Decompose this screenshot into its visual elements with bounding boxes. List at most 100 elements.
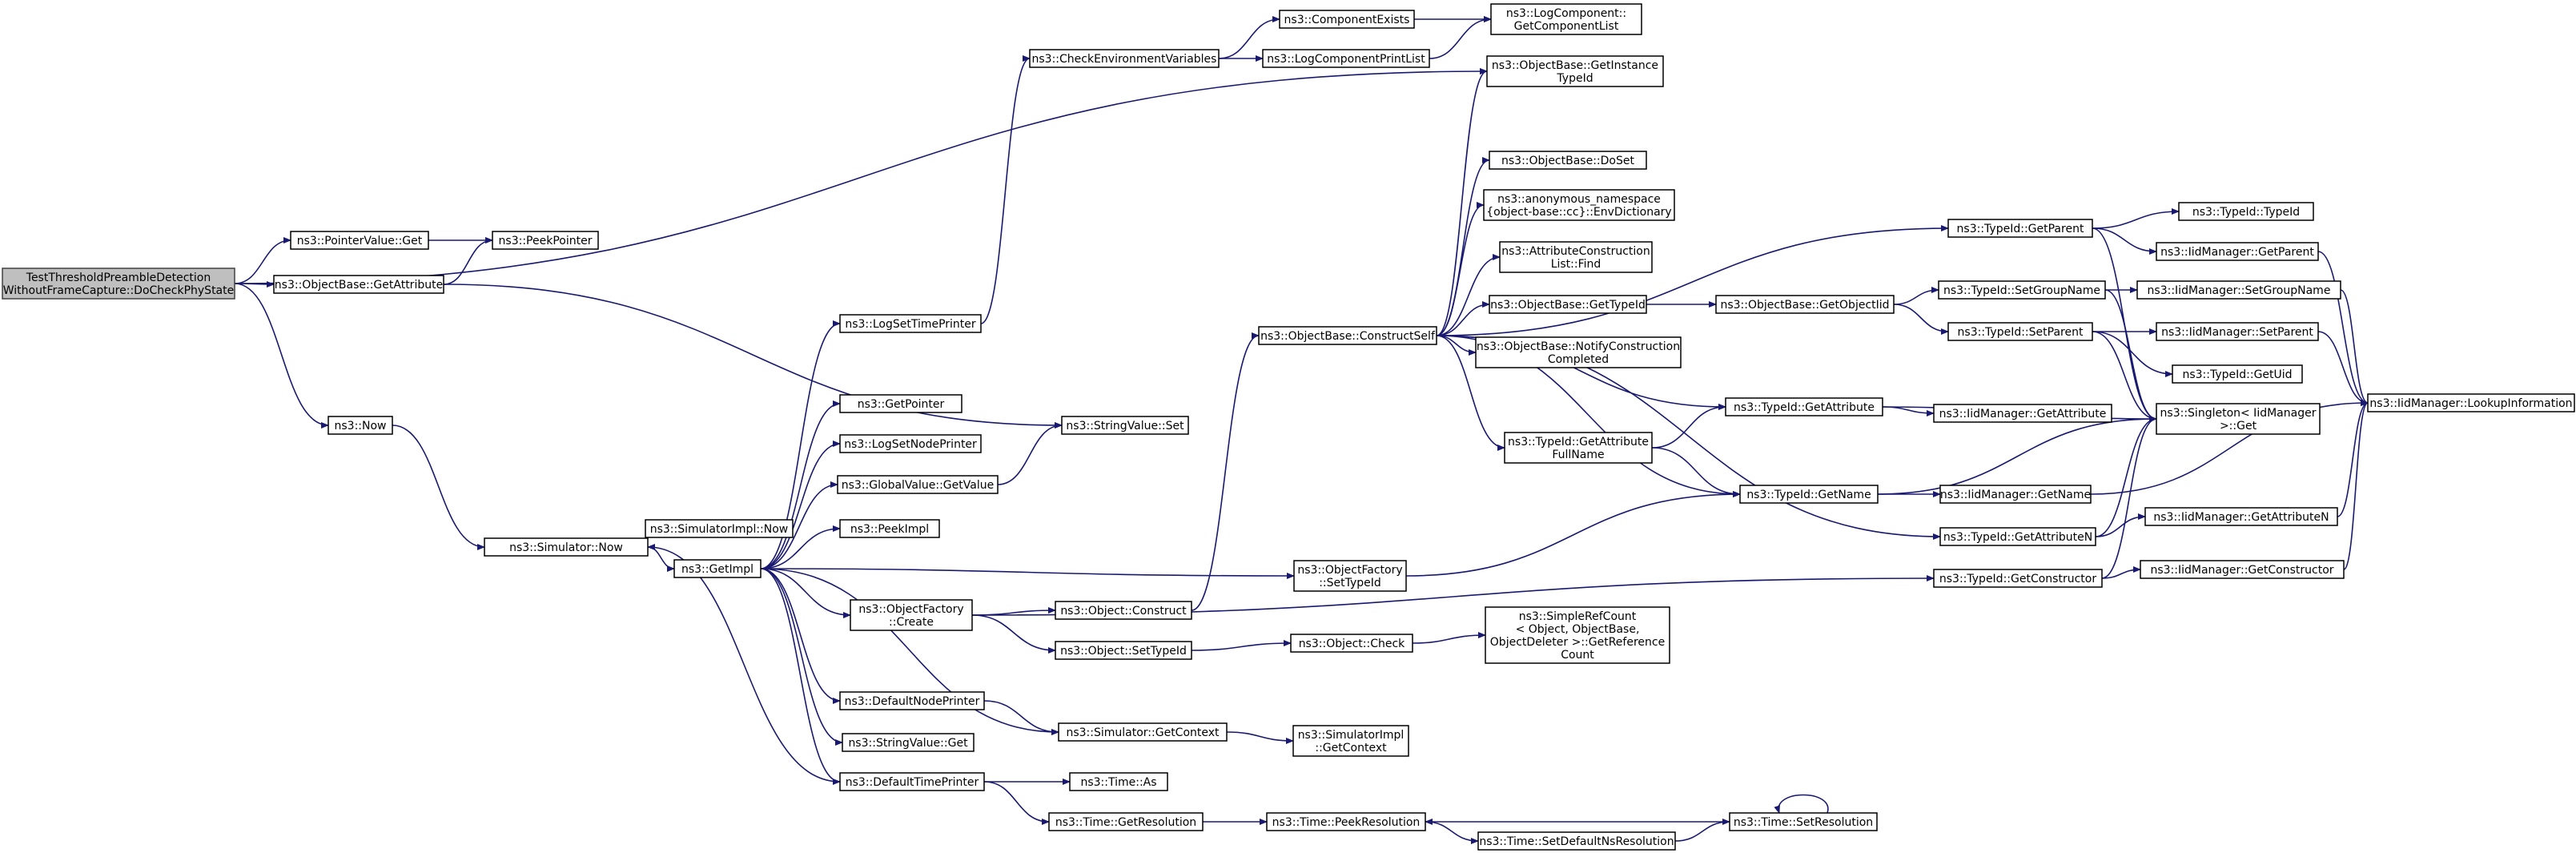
node-gv-get-value[interactable]: ns3::GlobalValue::GetValue: [837, 475, 999, 494]
node-obj-set-type-id[interactable]: ns3::Object::SetTypeId: [1055, 641, 1192, 660]
node-time-get-res[interactable]: ns3::Time::GetResolution: [1048, 812, 1204, 831]
node-time-peek-res[interactable]: ns3::Time::PeekResolution: [1266, 812, 1426, 831]
node-label-line: ns3::SimulatorImpl: [1298, 729, 1405, 742]
node-label-line: ns3::AttributeConstruction: [1501, 245, 1650, 258]
node-sim-now[interactable]: ns3::Simulator::Now: [484, 537, 649, 557]
node-label-line: ns3::CheckEnvironmentVariables: [1032, 53, 1217, 66]
node-check-env[interactable]: ns3::CheckEnvironmentVariables: [1029, 49, 1220, 68]
node-label-line: ns3::IidManager::GetParent: [2160, 246, 2314, 259]
node-label-line: ns3::Simulator::Now: [509, 541, 623, 554]
node-now[interactable]: ns3::Now: [328, 416, 393, 435]
node-ob-notify[interactable]: ns3::ObjectBase::NotifyConstructionCompl…: [1475, 336, 1682, 368]
node-tid-set-parent[interactable]: ns3::TypeId::SetParent: [1947, 322, 2093, 341]
node-root[interactable]: TestThresholdPreambleDetectionWithoutFra…: [2, 268, 235, 300]
node-box: [1293, 560, 1407, 592]
node-time-set-def-ns[interactable]: ns3::Time::SetDefaultNsResolution: [1477, 831, 1676, 851]
node-box: [1258, 326, 1437, 345]
node-time-set-res[interactable]: ns3::Time::SetResolution: [1729, 812, 1878, 831]
node-log-set-node[interactable]: ns3::LogSetNodePrinter: [839, 434, 982, 453]
node-iid-get-ctor[interactable]: ns3::IidManager::GetConstructor: [2140, 560, 2345, 579]
node-label-line: ns3::StringValue::Set: [1066, 420, 1184, 433]
edge-ob-get-obj-tid-to-tid-set-group: [1893, 287, 1939, 305]
node-sim-impl-get-ctx[interactable]: ns3::SimulatorImpl::GetContext: [1292, 725, 1409, 757]
node-tid-get-parent[interactable]: ns3::TypeId::GetParent: [1947, 219, 2093, 238]
node-tid-get-uid[interactable]: ns3::TypeId::GetUid: [2172, 364, 2303, 384]
node-ob-get-obj-tid[interactable]: ns3::ObjectBase::GetObjectIid: [1715, 295, 1895, 314]
node-ob-get-attr[interactable]: ns3::ObjectBase::GetAttribute: [273, 275, 444, 294]
node-label-line: Completed: [1548, 353, 1609, 366]
node-sv-get[interactable]: ns3::StringValue::Get: [842, 733, 975, 752]
node-tid-get-attr-n[interactable]: ns3::TypeId::GetAttributeN: [1939, 527, 2096, 546]
node-env-dict[interactable]: ns3::anonymous_namespace{object-base::cc…: [1483, 189, 1675, 221]
node-box: [1290, 634, 1413, 653]
node-label-line: ns3::Object::Check: [1299, 638, 1405, 650]
edge-tid-get-attr-full-to-tid-get-attr: [1651, 404, 1726, 449]
node-log-comp-get[interactable]: ns3::LogComponent::GetComponentList: [1490, 3, 1642, 35]
node-iid-get-attr[interactable]: ns3::IidManager::GetAttribute: [1933, 404, 2112, 423]
node-peek-pointer[interactable]: ns3::PeekPointer: [492, 231, 599, 250]
node-tid-get-ctor[interactable]: ns3::TypeId::GetConstructor: [1933, 569, 2103, 588]
node-box: [839, 314, 982, 333]
node-of-create[interactable]: ns3::ObjectFactory::Create: [850, 599, 973, 631]
node-simple-ref[interactable]: ns3::SimpleRefCount< Object, ObjectBase,…: [1485, 606, 1670, 664]
node-tid-get-attr[interactable]: ns3::TypeId::GetAttribute: [1725, 397, 1883, 416]
node-box: [1486, 55, 1664, 87]
node-iid-set-parent[interactable]: ns3::IidManager::SetParent: [2156, 322, 2319, 341]
node-label-line: ns3::ObjectBase::ConstructSelf: [1260, 330, 1436, 343]
edge-root-to-pv-get: [234, 237, 291, 284]
edge-time-set-res-to-time-set-res: [1774, 794, 1829, 814]
node-box: [1933, 404, 2112, 423]
node-box: [2144, 507, 2338, 526]
node-label-line: ns3::DefaultTimePrinter: [846, 776, 979, 789]
node-ob-do-set[interactable]: ns3::ObjectBase::DoSet: [1489, 151, 1647, 170]
node-sv-set[interactable]: ns3::StringValue::Set: [1061, 416, 1189, 435]
node-iid-set-group[interactable]: ns3::IidManager::SetGroupName: [2136, 280, 2341, 300]
edge-get-impl-to-gv-get-value: [760, 481, 838, 569]
node-tid-set-group[interactable]: ns3::TypeId::SetGroupName: [1938, 280, 2106, 300]
node-label-line: GetComponentList: [1514, 20, 1619, 33]
node-obj-construct[interactable]: ns3::Object::Construct: [1055, 601, 1192, 620]
node-ob-get-tid[interactable]: ns3::ObjectBase::GetTypeId: [1489, 295, 1647, 314]
node-label-line: ns3::LogComponentPrintList: [1267, 53, 1425, 66]
node-label-line: ns3::IidManager::SetGroupName: [2148, 284, 2331, 297]
node-ob-construct[interactable]: ns3::ObjectBase::ConstructSelf: [1258, 326, 1437, 345]
node-get-impl[interactable]: ns3::GetImpl: [673, 559, 762, 578]
node-sim-impl-now[interactable]: ns3::SimulatorImpl::Now: [645, 519, 794, 538]
node-obj-check[interactable]: ns3::Object::Check: [1290, 634, 1413, 653]
edge-tid-get-attr-n-to-iid-get-attr-n: [2095, 513, 2146, 537]
node-box: [1938, 280, 2106, 300]
edge-get-impl-to-of-set-type-id: [760, 568, 1295, 579]
node-def-node-pr[interactable]: ns3::DefaultNodePrinter: [839, 691, 985, 710]
edge-tid-set-parent-to-singleton: [2092, 331, 2157, 422]
node-tid-type-id[interactable]: ns3::TypeId::TypeId: [2178, 202, 2314, 221]
node-singleton[interactable]: ns3::Singleton< IidManager >::Get: [2156, 403, 2321, 435]
node-time-as[interactable]: ns3::Time::As: [1069, 772, 1168, 791]
node-iid-get-parent[interactable]: ns3::IidManager::GetParent: [2156, 242, 2319, 261]
node-pv-get[interactable]: ns3::PointerValue::Get: [290, 231, 429, 250]
node-def-time-pr[interactable]: ns3::DefaultTimePrinter: [839, 772, 985, 791]
node-comp-exists[interactable]: ns3::ComponentExists: [1279, 10, 1415, 29]
node-iid-lookup[interactable]: ns3::IidManager::LookupInformation: [2367, 393, 2575, 412]
node-box: [1489, 295, 1647, 314]
node-iid-get-name[interactable]: ns3::IidManager::GetName: [1939, 485, 2092, 504]
node-label-line: ns3::IidManager::GetName: [1940, 489, 2091, 501]
node-of-set-type-id[interactable]: ns3::ObjectFactory::SetTypeId: [1293, 560, 1407, 592]
node-sim-get-ctx[interactable]: ns3::Simulator::GetContext: [1058, 722, 1228, 742]
node-log-set-time[interactable]: ns3::LogSetTimePrinter: [839, 314, 982, 333]
node-box: [2136, 280, 2341, 300]
node-label-line: ns3::TypeId::GetParent: [1957, 223, 2084, 235]
node-box: [1939, 527, 2096, 546]
node-box: [2367, 393, 2575, 412]
node-get-pointer[interactable]: ns3::GetPointer: [839, 394, 962, 413]
node-peek-impl[interactable]: ns3::PeekImpl: [839, 519, 940, 538]
node-tid-get-name[interactable]: ns3::TypeId::GetName: [1739, 485, 1879, 504]
node-box: [1499, 241, 1653, 273]
node-iid-get-attr-n[interactable]: ns3::IidManager::GetAttributeN: [2144, 507, 2338, 526]
node-box: [1058, 722, 1228, 742]
edge-obj-construct-to-ob-construct: [1191, 332, 1260, 611]
node-log-comp-print[interactable]: ns3::LogComponentPrintList: [1262, 49, 1430, 68]
edge-iid-get-parent-to-iid-lookup: [2317, 251, 2369, 406]
